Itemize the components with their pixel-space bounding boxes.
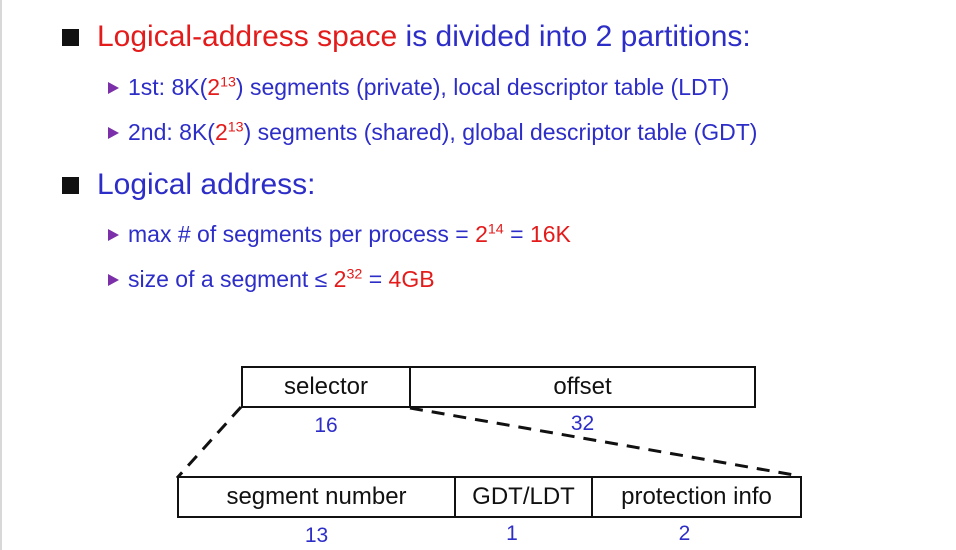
sub-1-1-pre: 1st: 8K( [128,74,208,100]
bullet-logical-address: Logical address: [62,168,315,202]
gdt-ldt-label: GDT/LDT [472,483,575,510]
selector-field: selector [241,366,411,408]
sub-2-2-value: 4GB [388,266,435,292]
bullet-1-heading-red: Logical-address space [97,20,398,53]
sub-1-2-post: ) segments (shared), global descriptor t… [243,119,758,145]
segment-number-field: segment number [177,476,456,518]
sub-2-1-power: 214 [475,221,504,247]
arrow-bullet-icon [108,273,119,286]
sub-2-2-post: = [362,266,389,292]
sub-2-1-post: = [503,221,530,247]
bullet-2-heading: Logical address: [97,168,316,201]
bullet-1-heading-rest: is divided into 2 partitions: [397,20,751,53]
offset-bits: 32 [570,412,595,435]
square-bullet-icon [62,176,79,194]
gdt-ldt-field: GDT/LDT [454,476,593,518]
sub-1-2-power: 213 [214,119,244,145]
sub-1-1-power: 213 [207,74,236,100]
arrow-bullet-icon [108,228,119,241]
sub-2-2-power: 232 [333,266,363,292]
selector-bits: 16 [314,414,338,437]
left-edge-rule [0,0,2,550]
sub-2-1-value: 16K [529,221,571,247]
segment-number-bits: 13 [304,524,329,547]
sub-1-2-pre: 2nd: 8K( [128,119,215,145]
protection-info-field: protection info [591,476,802,518]
sub-bullet-max-segments: max # of segments per process = 214 = 16… [108,221,571,248]
sub-bullet-gdt: 2nd: 8K(213) segments (shared), global d… [108,119,757,146]
protection-info-label: protection info [621,483,772,510]
sub-2-2-pre: size of a segment [128,266,315,292]
selector-label: selector [283,373,369,400]
sub-1-1-post: ) segments (private), local descriptor t… [235,74,730,100]
segment-number-label: segment number [226,483,407,510]
offset-field: offset [409,366,756,408]
offset-label: offset [553,373,612,400]
arrow-bullet-icon [108,126,119,139]
square-bullet-icon [62,28,79,46]
sub-bullet-segment-size: size of a segment ≤ 232 = 4GB [108,266,435,293]
sub-2-1-pre: max # of segments per process = [128,221,476,247]
protection-info-bits: 2 [678,522,691,545]
arrow-bullet-icon [108,81,119,94]
leq-symbol: ≤ [314,266,328,292]
sub-bullet-ldt: 1st: 8K(213) segments (private), local d… [108,74,729,101]
bullet-logical-address-space: Logical-address space is divided into 2 … [62,20,751,54]
gdt-ldt-bits: 1 [506,522,518,545]
dashed-line-left [175,405,243,480]
